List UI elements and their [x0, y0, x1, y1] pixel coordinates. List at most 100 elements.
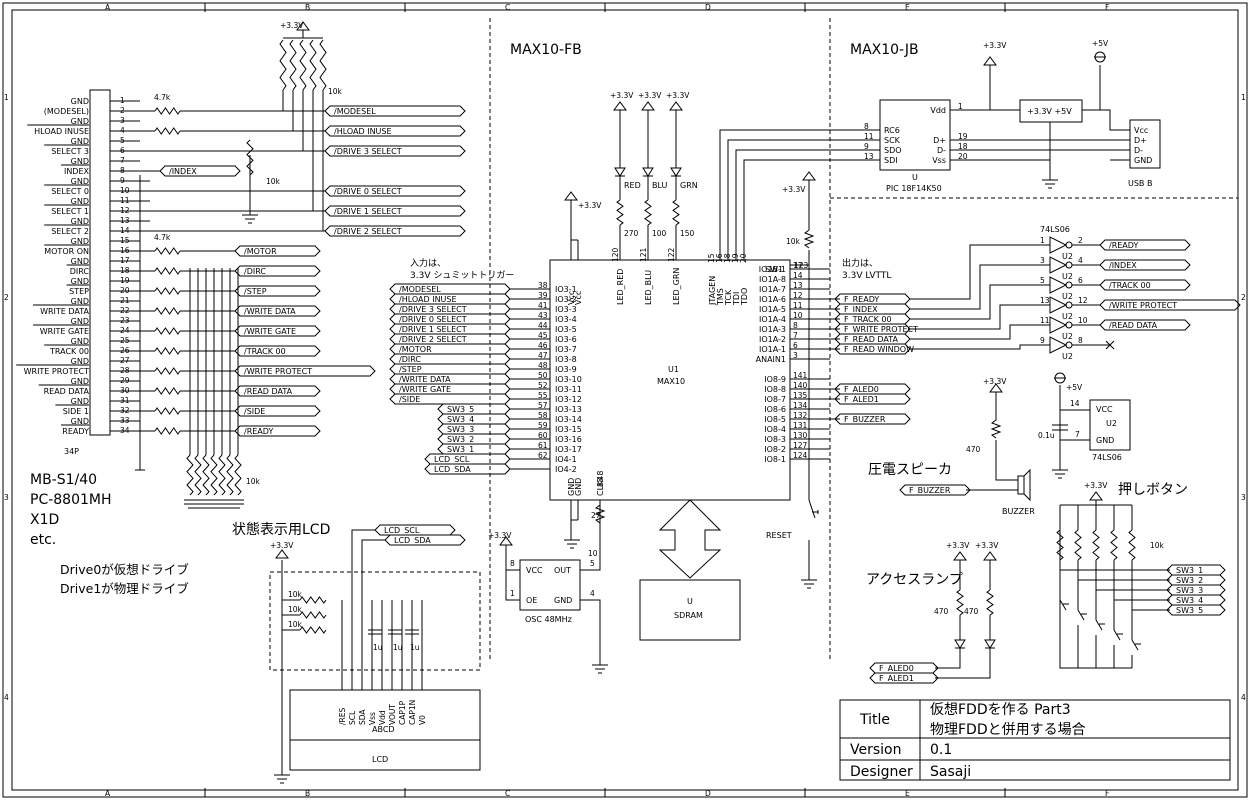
- series-resistor: [154, 127, 181, 135]
- buffer-in-2: 5: [1040, 276, 1045, 285]
- flag-buzzer-shape: [899, 484, 971, 496]
- lcd-power: [275, 549, 289, 559]
- connector-label-30: READ DATA: [44, 387, 90, 396]
- max10-out-F_ALED0: F_ALED0: [844, 385, 879, 394]
- lcd-cap-label-2: 1u: [410, 643, 420, 652]
- max10-in-LCD_SDA-shape: [424, 463, 511, 475]
- speaker-title: 圧電スピーカ: [868, 462, 952, 478]
- input-note-2: 3.3V シュミットトリガー: [410, 270, 514, 281]
- frame-row-left-1: 1: [4, 93, 9, 102]
- max10-out-F_READ DATA: F_READ DATA: [844, 335, 899, 344]
- reset-power-label: +3.3V: [782, 185, 806, 194]
- connector-label-27: GND: [71, 357, 89, 366]
- buffer-in-1: 3: [1040, 256, 1045, 265]
- max10-top-pin-9: TDI: [732, 292, 741, 306]
- frame-row-left-2: 2: [4, 293, 9, 302]
- max10-top-pin-1: Vcc: [567, 291, 576, 305]
- pic-num-1: 1: [958, 102, 963, 111]
- flag-/MOTOR-shape: [234, 245, 321, 257]
- buzzer-power: +3.3V: [983, 377, 1007, 386]
- max10-left-pin-13: IO3-13: [555, 405, 582, 414]
- connector-label-2: (MODESEL): [44, 107, 89, 116]
- series-resistor: [154, 427, 181, 435]
- flag-/READ DATA-shape: [234, 385, 321, 397]
- buffer-flag-/WRITE PROTECT: /WRITE PROTECT: [1109, 301, 1177, 310]
- max10-left-pin-5: IO3-5: [555, 325, 577, 334]
- max10-left-pin-9: IO3-9: [555, 365, 577, 374]
- osc-gnd: GND: [554, 596, 572, 605]
- flag-/STEP: /STEP: [244, 287, 267, 296]
- led-power-sym: [641, 101, 655, 111]
- connector-label-31: GND: [71, 397, 89, 406]
- top-pullup-resistor: [309, 39, 317, 91]
- pic-usb-wires: [990, 109, 1130, 161]
- flag-/DRIVE 0 SELECT-shape: [324, 185, 466, 197]
- led-symbol: [614, 167, 626, 177]
- connector-label-5: GND: [71, 137, 89, 146]
- buffer-ref-2: U2: [1062, 292, 1073, 301]
- max10-in-/MOTOR: /MOTOR: [399, 345, 432, 354]
- buffer-power-ref: U2: [1106, 419, 1117, 428]
- max10-out-F_BUZZER: F_BUZZER: [844, 415, 886, 424]
- regulator-label: +3.3V +5V: [1027, 107, 1072, 116]
- frame-col-top-B: B: [305, 3, 310, 12]
- connector-label-18: DIRC: [70, 267, 90, 276]
- buffer-vcc-pin: VCC: [1096, 405, 1113, 414]
- buffer-gnd-num: 7: [1075, 430, 1080, 439]
- flag-/DRIVE 0 SELECT: /DRIVE 0 SELECT: [334, 187, 402, 196]
- max10-out-F_ALED1: F_ALED1: [844, 395, 879, 404]
- pic-pin-D-: D-: [937, 146, 946, 155]
- machine-3: X1D: [30, 512, 59, 528]
- connector-label-22: WRITE DATA: [40, 307, 89, 316]
- lcd-capacitor: [388, 629, 402, 635]
- lcd-code: ABCD: [372, 725, 395, 734]
- buffer-out-4: 10: [1078, 316, 1088, 325]
- max10-left-pin-18: IO4-1: [555, 455, 577, 464]
- max10-left-num-4: 43: [538, 311, 548, 320]
- buffer-flag-/READY: /READY: [1109, 241, 1139, 250]
- buffer-ref-5: U2: [1062, 352, 1073, 361]
- button-pullup: [1092, 529, 1100, 561]
- max10-right-num-4: 12: [793, 291, 803, 300]
- connector-label-25: GND: [71, 337, 89, 346]
- buffer-ref-1: U2: [1062, 272, 1073, 281]
- left-pullup-rail: [283, 30, 323, 39]
- jb-power-5: +5V: [1092, 39, 1109, 48]
- led-res-1: 100: [652, 229, 667, 238]
- max10-left-pin-2: IO3-2: [555, 295, 577, 304]
- aled-resistor: [956, 589, 964, 616]
- button-switch: [1095, 619, 1105, 668]
- select3-pullup: [246, 139, 254, 176]
- max10-top-pin-11: SW1: [765, 265, 783, 274]
- pic-num-11: 11: [864, 132, 874, 141]
- flag-/WRITE PROTECT: /WRITE PROTECT: [244, 367, 312, 376]
- frame-col-bottom-D: D: [705, 789, 711, 798]
- title-label: Title: [859, 712, 890, 728]
- max10-ref: U1: [668, 365, 679, 374]
- max10-out-F_TRACK 00: F_TRACK 00: [844, 315, 892, 324]
- max10-right-num-17: 130: [793, 431, 808, 440]
- lcd-scl-flag: LCD_SCL: [384, 526, 420, 535]
- series-resistor: [154, 267, 181, 275]
- pic-18f14k50: U PIC 18F14K50: [879, 99, 951, 193]
- regulator: +3.3V +5V +3.3V +5V: [983, 39, 1109, 189]
- lcd-capacitor: [405, 629, 419, 635]
- max10-gnd-power: [564, 500, 580, 549]
- frame-col-bottom-E: E: [905, 789, 910, 798]
- max10-right-num-14: 134: [793, 401, 808, 410]
- flag-/HLOAD INUSE-shape: [324, 125, 466, 137]
- connector-label-11: GND: [71, 197, 89, 206]
- buffer-cap-value: 0.1u: [1038, 431, 1055, 440]
- lcd-resistor: [299, 626, 327, 634]
- max10-right-num-8: 7: [793, 331, 798, 340]
- max10-left-num-18: 62: [538, 451, 548, 460]
- max10-in-/WRITE GATE: /WRITE GATE: [399, 385, 451, 394]
- sdram: U SDRAM: [639, 499, 741, 641]
- lcd-resistor: [299, 596, 327, 604]
- flag-/HLOAD INUSE: /HLOAD INUSE: [334, 127, 392, 136]
- max10-left-num-9: 48: [538, 361, 548, 370]
